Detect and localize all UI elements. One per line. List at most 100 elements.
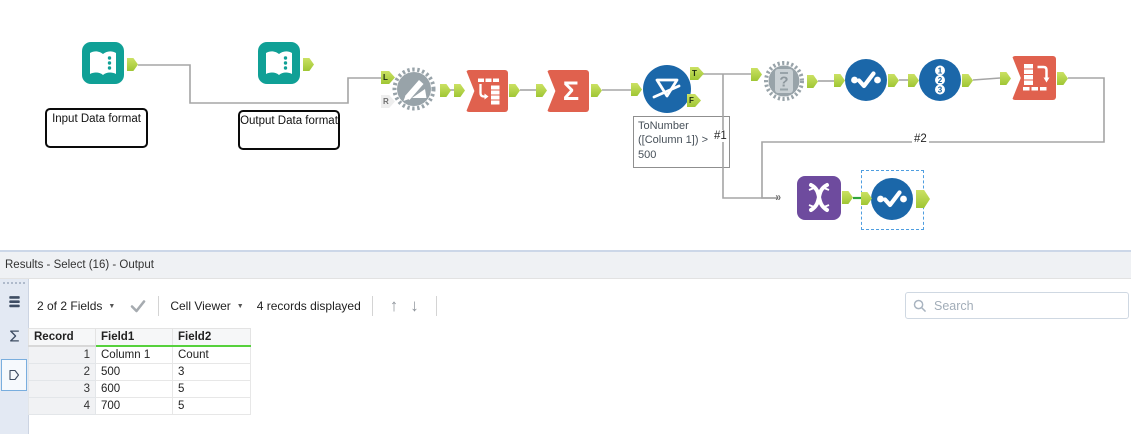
- apply-checkmark-icon[interactable]: [129, 298, 147, 314]
- wire-recordid-to-crosstab[interactable]: [972, 77, 1001, 81]
- custom-macro-tool[interactable]: [390, 65, 438, 118]
- input-anchor-view-button[interactable]: [2, 323, 27, 349]
- output-anchor[interactable]: [303, 58, 314, 71]
- wire-input-to-macro[interactable]: [138, 64, 381, 104]
- union-braid-icon: [808, 183, 830, 212]
- output-anchor[interactable]: [962, 74, 973, 87]
- anchor-letter: L: [383, 73, 388, 82]
- connection-wires: [138, 64, 1105, 200]
- svg-text:?: ?: [779, 74, 788, 91]
- output-anchor[interactable]: [1057, 72, 1068, 85]
- record-id-123-icon: 1 2 3: [935, 65, 945, 95]
- gear-pencil-icon: [392, 67, 436, 111]
- results-toolbar: 2 of 2 Fields ▼ Cell Viewer ▼ 4 records …: [37, 291, 448, 321]
- anchor-letter: R: [383, 97, 389, 106]
- workflow-canvas[interactable]: Input Data format Output Data format ToN…: [0, 0, 1131, 250]
- data-cell[interactable]: 600: [95, 380, 173, 398]
- svg-text:3: 3: [938, 85, 943, 94]
- filter-tool[interactable]: [643, 65, 691, 113]
- search-box[interactable]: [905, 292, 1129, 319]
- book-icon: [266, 51, 292, 75]
- scroll-down-button[interactable]: ↓: [410, 296, 419, 315]
- search-input[interactable]: [932, 297, 1121, 314]
- record-number-cell[interactable]: 1: [28, 345, 96, 364]
- output-anchor[interactable]: [842, 191, 853, 204]
- filter-annotation[interactable]: ToNumber ([Column 1]) > 500: [633, 116, 730, 168]
- toolbar-separator: [435, 296, 437, 316]
- false-output-anchor[interactable]: F: [687, 94, 701, 107]
- output-anchor[interactable]: [509, 84, 520, 97]
- cross-tab-icon: [1023, 64, 1050, 91]
- output-anchor[interactable]: [127, 58, 138, 71]
- record-number-cell[interactable]: 4: [28, 397, 96, 415]
- metadata-toggle-button[interactable]: [2, 289, 27, 315]
- record-number-cell[interactable]: 2: [28, 363, 96, 381]
- scroll-up-button[interactable]: ↑: [389, 296, 399, 315]
- comment-text: Input Data format: [52, 113, 141, 125]
- output-anchor-selected[interactable]: [916, 190, 930, 208]
- data-cell[interactable]: Count: [172, 345, 251, 364]
- data-cell[interactable]: 3: [172, 363, 251, 381]
- record-id-tool[interactable]: 1 2 3: [919, 59, 961, 101]
- pentagon-anchor-icon: [9, 369, 20, 381]
- table-header-row: Record Field1 Field2: [28, 328, 251, 347]
- search-icon: [913, 299, 926, 312]
- column-header-field1[interactable]: Field1: [95, 328, 173, 347]
- select-check-icon: [851, 71, 881, 89]
- output-anchor[interactable]: [440, 84, 451, 97]
- select-tool[interactable]: [845, 59, 887, 101]
- union-tool[interactable]: [797, 176, 841, 220]
- input-anchor[interactable]: [908, 74, 919, 87]
- sigma-icon: Σ: [562, 75, 580, 106]
- output-data-tool[interactable]: [258, 42, 300, 84]
- right-input-anchor[interactable]: R: [381, 95, 395, 108]
- output-anchor-view-button[interactable]: [1, 359, 27, 391]
- anchor-side-strip: [0, 279, 29, 434]
- panel-grip-handle[interactable]: [3, 282, 25, 284]
- results-panel-title: Results - Select (16) - Output: [0, 252, 1131, 279]
- gear-question-icon: ?: [764, 61, 804, 101]
- output-anchor[interactable]: [888, 74, 899, 87]
- wire-branch1-to-union[interactable]: [722, 74, 778, 199]
- cell-viewer-dropdown[interactable]: Cell Viewer: [170, 299, 231, 313]
- column-header-field2[interactable]: Field2: [172, 328, 251, 347]
- input-anchor[interactable]: [834, 74, 845, 87]
- record-number-cell[interactable]: 3: [28, 380, 96, 398]
- data-cell[interactable]: Column 1: [95, 345, 173, 364]
- transpose-icon: [478, 78, 500, 105]
- column-header-record[interactable]: Record: [28, 328, 96, 347]
- data-cell[interactable]: 700: [95, 397, 173, 415]
- input-data-tool[interactable]: [82, 42, 124, 84]
- selected-select-tool[interactable]: [871, 178, 913, 220]
- left-input-anchor[interactable]: L: [381, 71, 395, 84]
- data-cell[interactable]: 5: [172, 380, 251, 398]
- select-check-icon: [877, 190, 907, 208]
- wire-branch2-to-union[interactable]: [761, 77, 1105, 199]
- filter-funnel-icon: [652, 78, 681, 99]
- comment-box-output-data[interactable]: Output Data format: [238, 110, 340, 150]
- question-macro-tool[interactable]: ?: [762, 59, 806, 108]
- output-anchor[interactable]: [591, 84, 602, 97]
- output-anchor[interactable]: [807, 75, 818, 88]
- summarize-tool[interactable]: Σ: [547, 70, 589, 112]
- comment-box-input-data[interactable]: Input Data format: [45, 108, 148, 148]
- input-anchor[interactable]: [631, 83, 642, 96]
- connection-label-1: #1: [712, 130, 729, 142]
- input-anchor[interactable]: [1000, 72, 1011, 85]
- input-anchor[interactable]: [454, 84, 465, 97]
- chevron-down-icon: ▼: [108, 302, 116, 310]
- toolbar-separator: [158, 296, 160, 316]
- input-anchor[interactable]: [861, 192, 872, 205]
- data-cell[interactable]: 5: [172, 397, 251, 415]
- input-anchor[interactable]: [751, 68, 762, 81]
- multi-input-anchor-icon[interactable]: »: [775, 190, 781, 204]
- true-output-anchor[interactable]: T: [690, 67, 704, 80]
- input-anchor[interactable]: [536, 84, 547, 97]
- results-panel-body: 2 of 2 Fields ▼ Cell Viewer ▼ 4 records …: [0, 279, 1131, 434]
- fields-summary-dropdown[interactable]: 2 of 2 Fields: [37, 299, 103, 313]
- data-cell[interactable]: 500: [95, 363, 173, 381]
